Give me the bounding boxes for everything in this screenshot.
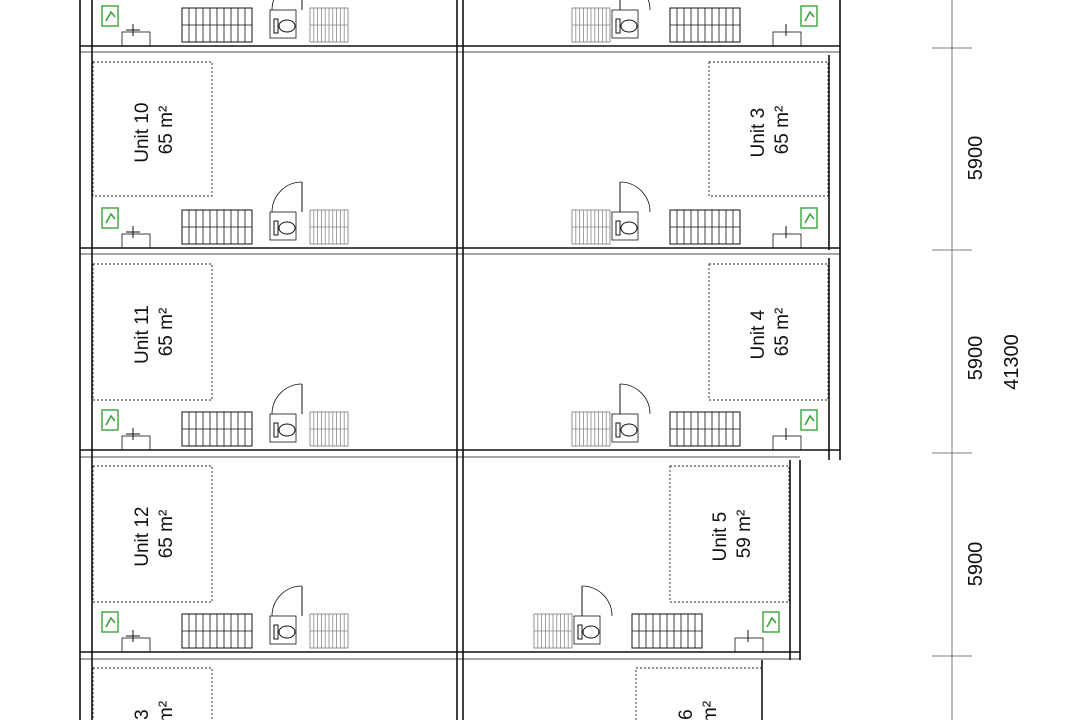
unit-label: Unit 10 65 m² — [132, 97, 177, 162]
floor-bands — [80, 45, 840, 660]
exit-sign-icon — [101, 409, 119, 431]
unit-label: 6 m² — [676, 701, 721, 720]
toilet-icon — [278, 625, 296, 639]
toilet-cubicle — [269, 9, 297, 39]
unit-label: Unit 5 59 m² — [710, 507, 755, 562]
unit-label: 3 m² — [132, 701, 177, 720]
exit-sign-icon — [800, 207, 818, 229]
exit-sign-icon — [800, 5, 818, 27]
exit-sign-figure — [804, 212, 815, 224]
toilet-tank — [273, 18, 279, 34]
door-swing-icon — [619, 383, 651, 415]
exit-sign-figure — [804, 414, 815, 426]
toilet-tank — [615, 18, 621, 34]
toilet-icon — [278, 423, 296, 437]
toilet-cubicle — [269, 413, 297, 443]
toilet-icon — [278, 221, 296, 235]
toilet-icon — [278, 19, 296, 33]
toilet-tank — [615, 422, 621, 438]
toilet-icon — [620, 221, 638, 235]
toilet-icon — [620, 19, 638, 33]
exit-sign-figure — [804, 10, 815, 22]
door-swing-icon — [647, 0, 651, 11]
sink-counter — [772, 435, 802, 451]
door-swing-icon — [271, 181, 303, 213]
unit-label: Unit 4 65 m² — [748, 305, 793, 360]
room-outlines — [92, 61, 829, 720]
exit-sign-figure — [105, 212, 116, 224]
sink-counter — [121, 31, 151, 47]
exit-sign-figure — [105, 616, 116, 628]
door-swing-icon — [271, 383, 303, 415]
toilet-cubicle — [269, 615, 297, 645]
exit-sign-icon — [101, 5, 119, 27]
toilet-tank — [577, 624, 583, 640]
exit-sign-figure — [105, 414, 116, 426]
sink-counter — [121, 233, 151, 249]
dimension-total-label: 41300 — [1001, 334, 1023, 390]
toilet-tank — [273, 624, 279, 640]
dimension-chain: 5900 5900 5900 41300 — [932, 0, 1023, 720]
exit-sign-icon — [101, 611, 119, 633]
dimension-label: 5900 — [965, 336, 987, 381]
toilet-icon — [582, 625, 600, 639]
door-swing-icon — [619, 181, 651, 213]
door-swing-icon — [271, 0, 275, 11]
sink-counter — [772, 233, 802, 249]
service-cores — [101, 0, 818, 653]
door-swing-icon — [271, 585, 303, 617]
structure-walls — [79, 0, 841, 720]
unit-label: Unit 12 65 m² — [132, 501, 177, 566]
exit-sign-figure — [105, 10, 116, 22]
sink-counter — [772, 31, 802, 47]
toilet-tank — [273, 422, 279, 438]
toilet-cubicle — [269, 211, 297, 241]
sink-counter — [121, 637, 151, 653]
toilet-cubicle — [611, 211, 639, 241]
toilet-cubicle — [611, 413, 639, 443]
exit-sign-icon — [101, 207, 119, 229]
unit-labels: Unit 10 65 m² Unit 3 65 m² Unit 11 65 m²… — [132, 97, 793, 720]
unit-label: Unit 3 65 m² — [748, 103, 793, 158]
exit-sign-icon — [800, 409, 818, 431]
sink-counter — [121, 435, 151, 451]
sink-counter — [734, 637, 764, 653]
exit-sign-icon — [762, 611, 780, 633]
toilet-cubicle — [573, 615, 601, 645]
toilet-tank — [273, 220, 279, 236]
toilet-icon — [620, 423, 638, 437]
dimension-label: 5900 — [965, 542, 987, 587]
dimension-label: 5900 — [965, 136, 987, 181]
exit-sign-figure — [766, 616, 777, 628]
toilet-tank — [615, 220, 621, 236]
door-swing-icon — [581, 585, 613, 617]
unit-label: Unit 11 65 m² — [132, 300, 177, 364]
toilet-cubicle — [611, 9, 639, 39]
